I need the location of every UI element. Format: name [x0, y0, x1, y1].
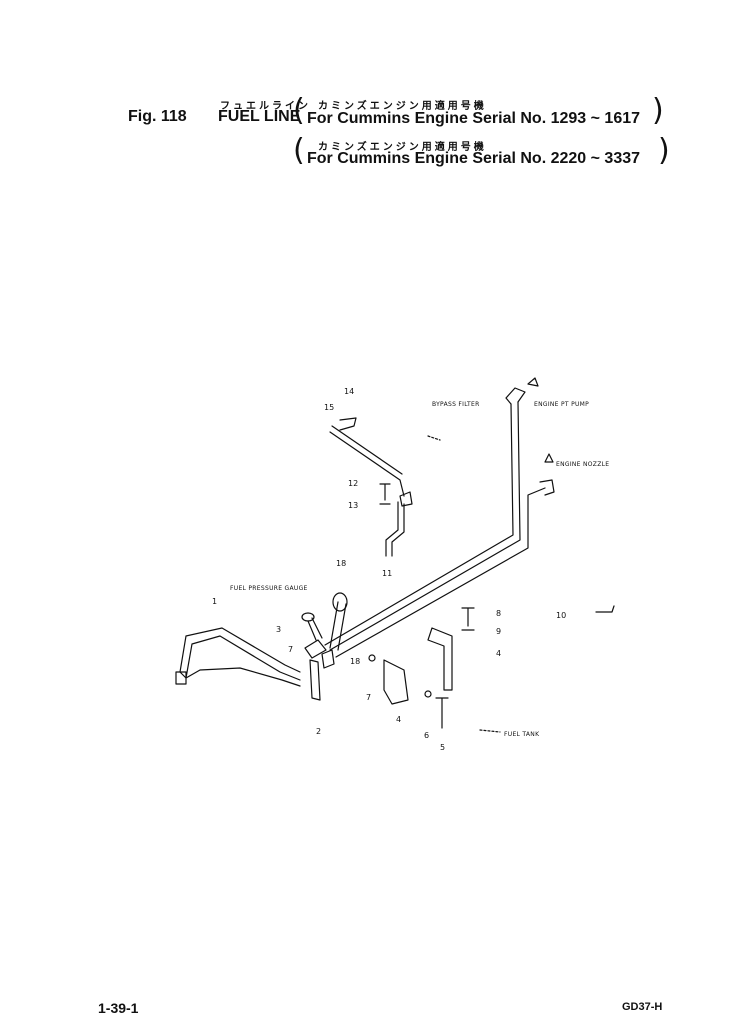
fitting-2	[309, 659, 321, 701]
pipe-11-inner	[391, 503, 405, 557]
pipe-1-inner	[185, 635, 301, 681]
gauge-fitting-3	[301, 612, 315, 622]
nozzle-elbow	[539, 479, 555, 496]
callout-bypass-filter: BYPASS FILTER	[432, 401, 480, 408]
washer-6	[424, 690, 432, 698]
model-code: GD37-H	[622, 1001, 663, 1013]
main-fuel-pipe-inner	[324, 403, 514, 646]
close-paren-2: )	[658, 133, 670, 168]
line1-jp: カミンズエンジン用適用号機	[318, 101, 487, 112]
leader-tank	[479, 729, 501, 733]
pt-pump-arrow	[527, 377, 539, 387]
fitting-17	[304, 639, 327, 659]
elbow-14	[339, 417, 357, 431]
close-paren-1: )	[652, 93, 664, 128]
callout-fuel-tank: FUEL TANK	[504, 731, 540, 738]
part-number-6: 6	[424, 731, 429, 740]
pipe-11	[385, 501, 399, 557]
nozzle-return-pipe	[335, 487, 546, 658]
fitting-top	[399, 491, 413, 507]
part-number-12: 12	[348, 479, 358, 488]
part-number-2: 2	[316, 727, 321, 736]
callout-fuel-pressure-gauge: FUEL PRESSURE GAUGE	[230, 585, 308, 592]
part-number-14: 14	[344, 387, 354, 396]
part-number-11: 11	[382, 569, 392, 578]
part-number-3: 3	[276, 625, 281, 634]
bracket-4-lower	[383, 659, 409, 705]
part-number-8: 8	[496, 609, 501, 618]
bolt-7	[368, 654, 376, 662]
bolt-8	[461, 607, 475, 627]
part-number-9: 9	[496, 627, 501, 636]
open-paren-2: (	[293, 133, 305, 168]
part-number-4b: 4	[396, 715, 401, 724]
bypass-line	[329, 431, 405, 497]
part-number-5: 5	[440, 743, 445, 752]
leader-bypass	[427, 435, 441, 441]
open-paren-1: (	[293, 93, 305, 128]
nozzle-arrow	[544, 453, 554, 463]
fitting-18-lower	[321, 649, 335, 669]
bracket-4-right	[427, 627, 453, 691]
part-number-18a: 18	[336, 559, 346, 568]
line2-en: For Cummins Engine Serial No. 2220 ~ 333…	[307, 150, 641, 167]
part-number-4a: 4	[496, 649, 501, 658]
title-jp: フュエルライン	[220, 101, 311, 112]
main-fuel-pipe	[329, 401, 521, 651]
part-number-7b: 7	[288, 645, 293, 654]
hose-18-end	[332, 592, 348, 612]
clip-10	[595, 605, 615, 613]
pipe-1-end	[175, 671, 187, 685]
callout-engine-nozzle: ENGINE NOZZLE	[556, 461, 609, 468]
bolt-5	[435, 697, 449, 729]
gauge-line	[307, 617, 323, 641]
pipe-1-lower	[179, 667, 301, 687]
part-number-15: 15	[324, 403, 334, 412]
bolt-12	[379, 483, 391, 501]
part-number-10: 10	[556, 611, 566, 620]
callout-engine-pt-pump: ENGINE PT PUMP	[534, 401, 589, 408]
part-number-7a: 7	[366, 693, 371, 702]
part-number-1: 1	[212, 597, 217, 606]
part-number-18b: 18	[350, 657, 360, 666]
pipe-1	[179, 627, 301, 673]
bypass-line-inner	[331, 425, 403, 475]
pt-pump-elbow	[505, 387, 526, 405]
title-en: FUEL LINE	[218, 108, 301, 125]
page-reference: 1-39-1	[98, 1000, 139, 1016]
part-number-13: 13	[348, 501, 358, 510]
line2-jp: カミンズエンジン用適用号機	[318, 142, 487, 153]
line1-en: For Cummins Engine Serial No. 1293 ~ 161…	[307, 110, 641, 127]
fig-label: Fig. 118	[128, 108, 187, 125]
